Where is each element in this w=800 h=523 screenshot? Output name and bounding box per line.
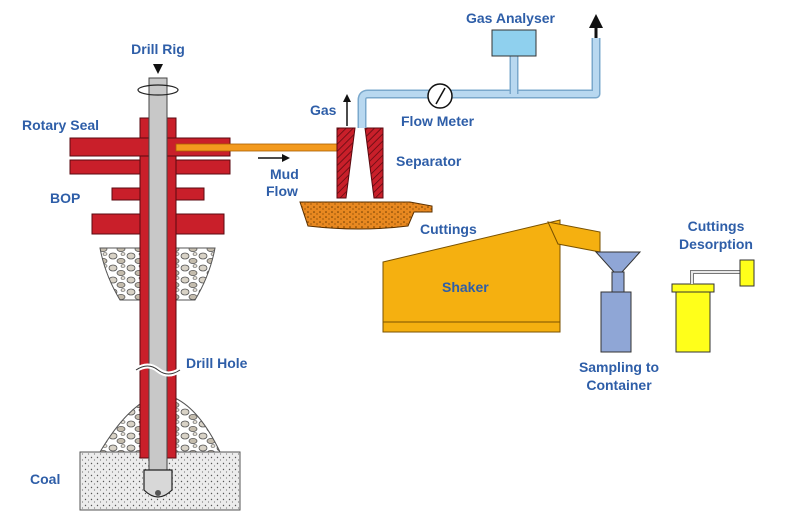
desorption-lid (671, 283, 715, 293)
bop-flange-left-3 (91, 213, 141, 235)
label-cuttings-desorption-line1: Cuttings (688, 218, 745, 234)
label-coal: Coal (30, 471, 60, 487)
bop-flange-right-3 (175, 213, 225, 235)
label-shaker: Shaker (442, 279, 489, 295)
label-bop: BOP (50, 190, 80, 206)
bop-flange-right-2 (175, 187, 205, 201)
rotation-indicator (137, 84, 179, 96)
label-flow-meter: Flow Meter (401, 113, 475, 129)
bop-flange-left-1 (69, 159, 141, 175)
funnel-neck (611, 271, 625, 293)
bop-flange-right-1 (175, 159, 231, 175)
label-gas-analyser: Gas Analyser (466, 10, 556, 26)
label-cuttings: Cuttings (420, 221, 477, 237)
label-drill-hole: Drill Hole (186, 355, 248, 371)
gas-analyser-box (491, 29, 537, 57)
label-sampling-line2: Container (586, 377, 652, 393)
separator (336, 127, 356, 199)
label-sampling-line1: Sampling to (579, 359, 659, 375)
label-mud-flow-line2: Flow (266, 183, 298, 199)
desorption-burette (739, 259, 755, 287)
sampling-funnel (594, 251, 642, 273)
drill-pipe (148, 77, 168, 479)
sampling-container (600, 291, 632, 353)
bop-flange-left-2 (111, 187, 141, 201)
label-cuttings-desorption-line2: Desorption (679, 236, 753, 252)
label-separator: Separator (396, 153, 462, 169)
label-gas: Gas (310, 102, 337, 118)
mud-flow-line (175, 143, 344, 152)
label-drill-rig: Drill Rig (131, 41, 185, 57)
shaker-base (382, 321, 561, 333)
drill-rig-pointer (153, 64, 163, 74)
cuttings-tray (299, 201, 433, 230)
label-rotary-seal: Rotary Seal (22, 117, 99, 133)
desorption-tube (690, 270, 740, 284)
desorption-canister (675, 289, 711, 353)
label-mud-flow-line1: Mud (270, 166, 299, 182)
drill-bit (143, 469, 173, 498)
